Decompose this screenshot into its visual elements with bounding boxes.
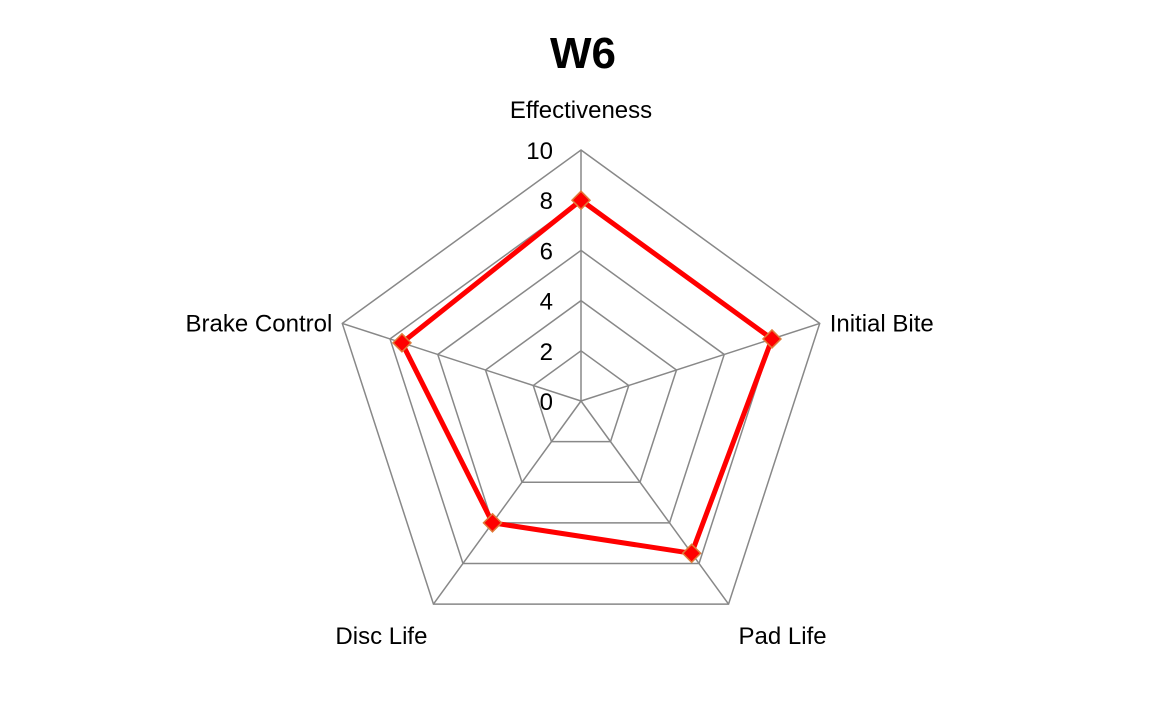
tick-labels: 0 2 4 6 8 10 <box>526 138 553 416</box>
data-point-marker <box>681 543 702 564</box>
category-label: Effectiveness <box>510 97 652 124</box>
grid-ring <box>484 299 678 483</box>
data-point-marker <box>761 328 783 350</box>
data-point-marker <box>482 512 503 533</box>
grid-spoke <box>580 400 730 605</box>
grid-spoke <box>432 400 582 605</box>
tick-label: 10 <box>526 138 553 165</box>
grid-spoke <box>342 322 582 402</box>
series-layer <box>391 190 783 564</box>
tick-label: 0 <box>540 389 553 416</box>
grid-ring <box>436 249 726 524</box>
category-label: Disc Life <box>335 623 427 650</box>
grid-spoke <box>580 322 820 402</box>
category-label: Pad Life <box>739 623 827 650</box>
grid-ring <box>532 349 630 443</box>
tick-label: 2 <box>540 339 553 366</box>
chart-title: W6 <box>550 29 616 78</box>
category-label: Initial Bite <box>830 310 934 337</box>
tick-label: 8 <box>540 188 553 215</box>
category-label: Brake Control <box>186 310 333 337</box>
series-line <box>399 197 775 556</box>
data-point-marker <box>570 190 592 211</box>
tick-label: 6 <box>540 238 553 265</box>
tick-label: 4 <box>540 289 553 316</box>
data-point-marker <box>391 332 413 353</box>
grid-ring <box>341 149 821 605</box>
